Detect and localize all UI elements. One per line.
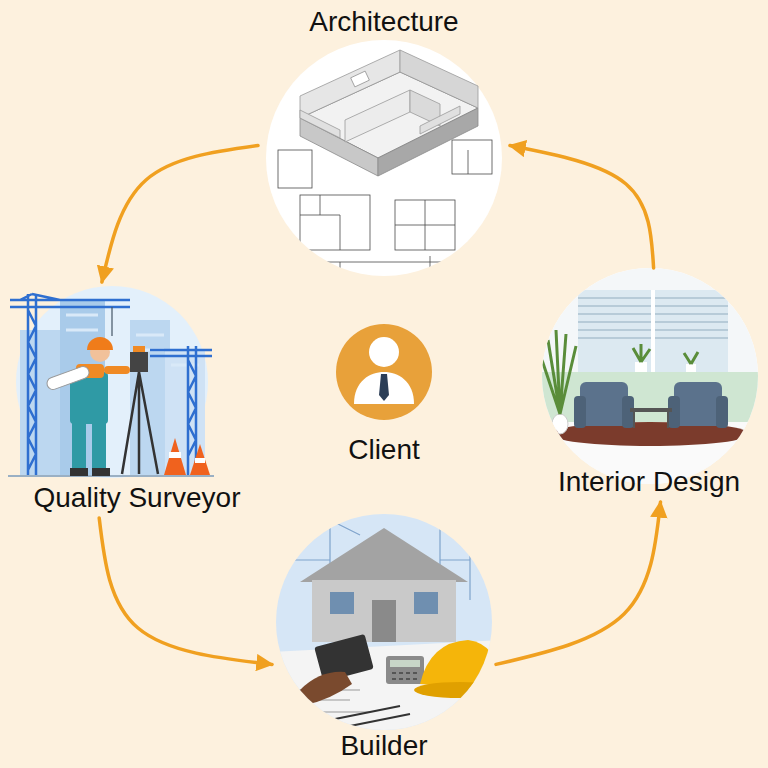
- interior-illustration: [540, 266, 762, 488]
- builder-illustration: [414, 592, 438, 614]
- builder-illustration: [390, 660, 420, 667]
- surveyor-illustration: [169, 452, 181, 458]
- surveyor-illustration: [16, 286, 208, 478]
- client-icon: [369, 337, 399, 367]
- interior-illustration: [552, 414, 568, 434]
- interior-illustration: [580, 382, 628, 426]
- client-icon: [354, 372, 414, 404]
- flow-arrow: [99, 518, 272, 664]
- surveyor-illustration: [20, 330, 60, 476]
- interior-illustration: [540, 266, 762, 488]
- surveyor-illustration: [70, 468, 88, 476]
- surveyor-illustration: [104, 366, 130, 374]
- architecture-illustration: [278, 150, 312, 188]
- surveyor-illustration: [195, 458, 205, 463]
- surveyor-illustration: [92, 468, 110, 476]
- role-label: Client: [348, 434, 420, 466]
- interior-illustration: [716, 396, 728, 428]
- builder-illustration: [270, 520, 506, 740]
- architecture-illustration: [345, 90, 410, 142]
- role-node: Quality Surveyor: [2, 282, 272, 518]
- architecture-illustration: [300, 195, 340, 250]
- role-label: Builder: [340, 730, 427, 762]
- interior-illustration: [633, 344, 650, 362]
- interior-illustration: [684, 352, 698, 364]
- architecture-illustration: [300, 195, 370, 250]
- builder-illustration: [312, 580, 456, 642]
- builder-illustration: [300, 528, 468, 582]
- surveyor-illustration: [72, 420, 86, 470]
- builder-illustration: [330, 592, 354, 614]
- flow-arrow: [496, 502, 661, 664]
- architecture-illustration: [300, 110, 340, 138]
- interior-illustration: [634, 412, 668, 428]
- interior-illustration: [540, 266, 762, 488]
- interior-illustration: [630, 408, 672, 412]
- interior-illustration: [651, 290, 655, 372]
- builder-illustration: [414, 682, 506, 698]
- architecture-illustration: [452, 140, 492, 174]
- architecture-illustration: [266, 40, 502, 285]
- surveyor-illustration: [190, 444, 210, 475]
- builder-illustration: [386, 656, 424, 684]
- surveyor-illustration: [133, 346, 145, 352]
- role-label: Interior Design: [558, 466, 740, 498]
- builder-illustration: [330, 706, 410, 728]
- architecture-illustration: [351, 71, 370, 87]
- flow-arrow: [510, 146, 654, 268]
- interior-illustration: [674, 382, 722, 426]
- client-icon: [336, 324, 432, 420]
- surveyor-illustration: [164, 438, 186, 475]
- flow-arrow: [102, 146, 258, 282]
- interior-illustration: [686, 364, 696, 372]
- builder-illustration: [372, 600, 396, 642]
- role-node: Builder: [272, 512, 496, 766]
- surveyor-illustration: [130, 320, 170, 476]
- client-icon: [379, 374, 389, 401]
- surveyor-illustration: [92, 420, 106, 470]
- builder-illustration: [270, 514, 506, 740]
- role-node: Client: [324, 322, 444, 470]
- architecture-illustration: [395, 200, 455, 250]
- surveyor-illustration: [130, 352, 148, 372]
- surveyor-illustration: [188, 346, 196, 476]
- architecture-illustration: [420, 106, 460, 134]
- builder-illustration: [392, 673, 418, 679]
- interior-illustration: [635, 362, 647, 372]
- interior-illustration: [540, 372, 762, 422]
- builder-illustration: [300, 672, 352, 705]
- surveyor-illustration: [28, 294, 36, 476]
- surveyor-illustration: [150, 350, 212, 356]
- surveyor-illustration: [8, 286, 214, 478]
- surveyor-illustration: [87, 337, 113, 350]
- role-node: Interior Design: [534, 268, 764, 502]
- interior-illustration: [578, 290, 728, 372]
- client-icon: [336, 324, 432, 420]
- surveyor-illustration: [45, 365, 90, 391]
- role-label: Quality Surveyor: [34, 482, 241, 514]
- surveyor-illustration: [111, 307, 112, 336]
- surveyor-illustration: [10, 294, 130, 307]
- architecture-illustration: [266, 40, 502, 276]
- architecture-illustration: [395, 200, 455, 250]
- surveyor-illustration: [122, 372, 158, 474]
- role-node: Architecture: [258, 2, 510, 278]
- role-label: Architecture: [309, 6, 458, 38]
- interior-illustration: [542, 330, 576, 414]
- interior-illustration: [574, 396, 586, 428]
- surveyor-illustration: [8, 475, 214, 477]
